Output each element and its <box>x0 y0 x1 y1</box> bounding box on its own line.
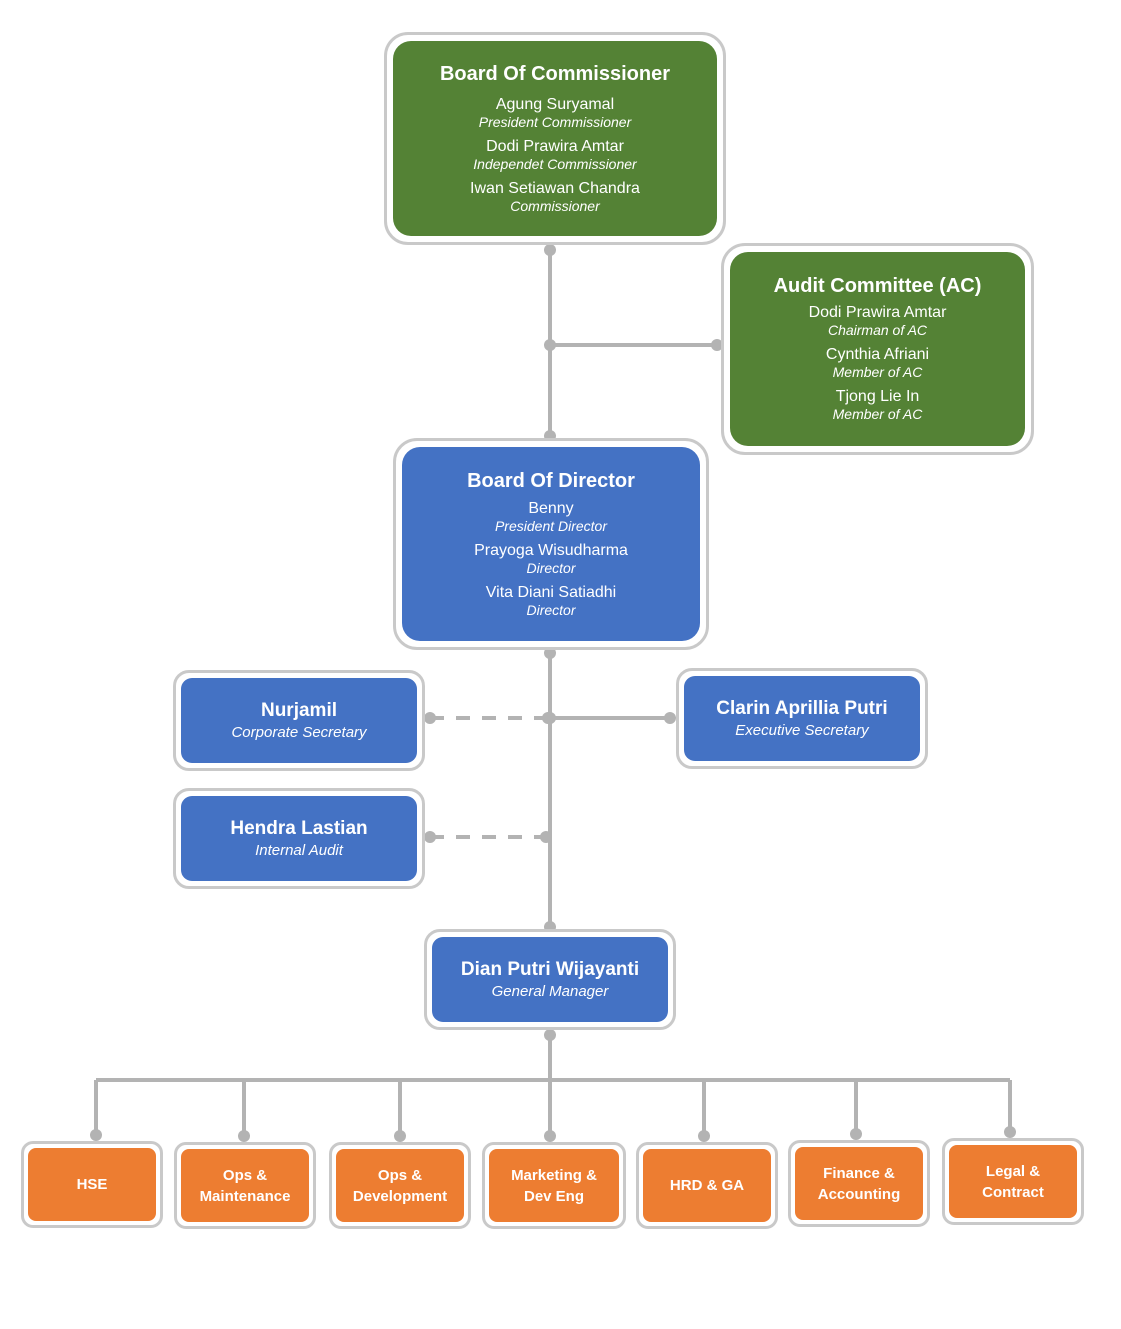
dept-hrd-ga-box: HRD & GA <box>636 1142 778 1229</box>
connector-dot <box>238 1130 250 1142</box>
dept-label: Dev Eng <box>523 1187 584 1205</box>
bod-member-role: President Director <box>494 517 608 534</box>
dept-label: HRD & GA <box>669 1177 745 1194</box>
ac-member-name: Dodi Prawira Amtar <box>808 304 947 321</box>
dept-label: Maintenance <box>199 1187 291 1205</box>
connector-dot <box>544 647 556 659</box>
boc-member-name: Iwan Setiawan Chandra <box>470 179 640 197</box>
connector-dot <box>540 831 552 843</box>
dept-label: Marketing & <box>511 1166 597 1184</box>
dept-label: Accounting <box>817 1185 901 1203</box>
dept-marketing-box: Marketing & Dev Eng <box>482 1142 626 1229</box>
executive-secretary-box: Clarin Aprillia Putri Executive Secretar… <box>676 668 928 769</box>
boc-member-role: Independet Commissioner <box>473 155 637 172</box>
connector-dot <box>544 1130 556 1142</box>
boc-title: Board Of Commissioner <box>439 62 671 85</box>
connector-dot <box>424 831 436 843</box>
connector-dot <box>424 712 436 724</box>
dept-label: Ops & <box>222 1166 268 1184</box>
boc-member-name: Dodi Prawira Amtar <box>486 137 624 155</box>
ac-member-role: Member of AC <box>832 364 923 380</box>
bod-member-name: Vita Diani Satiadhi <box>485 583 617 601</box>
audit-committee-box: Audit Committee (AC) Dodi Prawira Amtar … <box>721 243 1034 455</box>
connector-dot <box>1004 1126 1016 1138</box>
internal-audit-box: Hendra Lastian Internal Audit <box>173 788 425 889</box>
dept-label: Contract <box>982 1183 1044 1201</box>
ac-member-name: Cynthia Afriani <box>825 346 930 363</box>
dept-label: Development <box>352 1187 448 1205</box>
connector-dot <box>850 1128 862 1140</box>
connector-dot <box>664 712 676 724</box>
bod-member-name: Prayoga Wisudharma <box>474 541 628 559</box>
connector-dot <box>544 1029 556 1041</box>
ac-member-name: Tjong Lie In <box>835 388 920 405</box>
internal-audit-role: Internal Audit <box>255 841 343 859</box>
boc-member-name: Agung Suryamal <box>495 95 615 113</box>
dept-label: Finance & <box>823 1164 895 1182</box>
dept-label: HSE <box>76 1176 108 1193</box>
boc-member-role: President Commissioner <box>478 113 632 130</box>
corp-sec-name: Nurjamil <box>260 699 338 721</box>
gm-role: General Manager <box>491 982 609 1000</box>
connector-dot <box>711 339 723 351</box>
connector-dot <box>394 1130 406 1142</box>
bod-member-name: Benny <box>528 499 574 517</box>
bod-title: Board Of Director <box>467 469 635 492</box>
dept-hse-box: HSE <box>21 1141 163 1228</box>
general-manager-box: Dian Putri Wijayanti General Manager <box>424 929 676 1030</box>
ac-member-role: Member of AC <box>832 406 923 422</box>
board-of-commissioner-box: Board Of Commissioner Agung Suryamal Pre… <box>384 32 726 245</box>
bod-member-role: Director <box>526 601 576 618</box>
dept-ops-maintenance-box: Ops & Maintenance <box>174 1142 316 1229</box>
exec-sec-role: Executive Secretary <box>735 721 869 739</box>
dept-label: Ops & <box>377 1166 423 1184</box>
ac-title: Audit Committee (AC) <box>773 275 982 297</box>
internal-audit-name: Hendra Lastian <box>230 817 368 839</box>
corporate-secretary-box: Nurjamil Corporate Secretary <box>173 670 425 771</box>
boc-member-role: Commissioner <box>510 197 600 214</box>
ac-member-role: Chairman of AC <box>827 322 928 338</box>
board-of-director-box: Board Of Director Benny President Direct… <box>393 438 709 650</box>
bod-member-role: Director <box>526 559 576 576</box>
dept-finance-box: Finance & Accounting <box>788 1140 930 1227</box>
connector-dot <box>90 1129 102 1141</box>
connector-dot <box>544 244 556 256</box>
corp-sec-role: Corporate Secretary <box>231 723 367 741</box>
gm-name: Dian Putri Wijayanti <box>460 958 640 980</box>
connector-dot <box>542 712 554 724</box>
dept-legal-box: Legal & Contract <box>942 1138 1084 1225</box>
connector-dot <box>698 1130 710 1142</box>
exec-sec-name: Clarin Aprillia Putri <box>716 697 888 719</box>
dept-label: Legal & <box>985 1162 1041 1180</box>
connector-dot <box>544 339 556 351</box>
dept-ops-development-box: Ops & Development <box>329 1142 471 1229</box>
